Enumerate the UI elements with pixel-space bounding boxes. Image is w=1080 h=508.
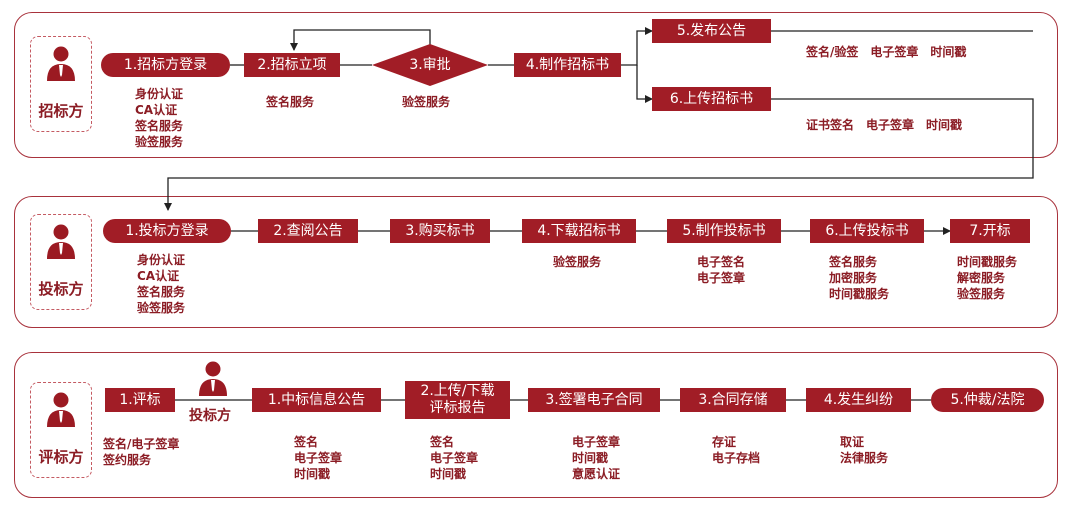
tender-step-login: 1.招标方登录 bbox=[101, 53, 230, 77]
evaluator-role-box: 评标方 bbox=[30, 382, 92, 478]
eval-step-report: 2.上传/下载 评标报告 bbox=[405, 381, 510, 419]
eval-store-services: 存证 电子存档 bbox=[712, 435, 761, 465]
tender-step-project: 2.招标立项 bbox=[244, 53, 340, 77]
eval-report-services: 签名 电子签章 时间戳 bbox=[430, 435, 479, 481]
eval-announce-services: 签名 电子签章 时间戳 bbox=[294, 435, 343, 481]
bidder-upload-services: 签名服务 加密服务 时间戳服务 bbox=[829, 255, 890, 301]
bidder-login-services: 身份认证 CA认证 签名服务 验签服务 bbox=[137, 253, 186, 315]
bidder-step-make: 5.制作投标书 bbox=[667, 219, 781, 243]
eval-step-dispute: 4.发生纠纷 bbox=[806, 388, 911, 412]
tender-project-services: 签名服务 bbox=[266, 95, 315, 109]
eval-contract-services: 电子签章 时间戳 意愿认证 bbox=[572, 435, 621, 481]
eval-evaluate-services: 签名/电子签章 签约服务 bbox=[103, 437, 180, 467]
person-icon bbox=[47, 46, 75, 81]
bidder-step-open: 7.开标 bbox=[950, 219, 1030, 243]
evaluator-role-label: 评标方 bbox=[38, 448, 84, 466]
tender-step-approval: 3.审批 bbox=[409, 57, 451, 73]
eval-mid-role-label: 投标方 bbox=[189, 408, 231, 424]
tender-step-approval-shape bbox=[372, 44, 488, 86]
eval-step-store: 3.合同存储 bbox=[680, 388, 786, 412]
tender-role-box: 招标方 bbox=[30, 36, 92, 132]
eval-step-contract: 3.签署电子合同 bbox=[528, 388, 660, 412]
tender-step-upload: 6.上传招标书 bbox=[652, 87, 771, 111]
person-icon bbox=[199, 361, 227, 396]
tender-upload-services: 证书签名电子签章时间戳 bbox=[806, 118, 963, 132]
bidder-step-login: 1.投标方登录 bbox=[103, 219, 231, 243]
bidder-step-notice: 2.查阅公告 bbox=[258, 219, 358, 243]
eval-step-evaluate: 1.评标 bbox=[105, 388, 175, 412]
person-icon bbox=[47, 224, 75, 259]
tender-role-label: 招标方 bbox=[38, 102, 84, 120]
bidder-download-services: 验签服务 bbox=[553, 255, 602, 269]
evaluator-panel bbox=[14, 352, 1058, 498]
bidder-step-download: 4.下载招标书 bbox=[522, 219, 636, 243]
bidder-make-services: 电子签名 电子签章 bbox=[697, 255, 746, 285]
eval-step-announce: 1.中标信息公告 bbox=[252, 388, 381, 412]
bidder-step-upload: 6.上传投标书 bbox=[810, 219, 924, 243]
tender-step-make: 4.制作招标书 bbox=[514, 53, 621, 77]
eval-dispute-services: 取证 法律服务 bbox=[840, 435, 889, 465]
tender-panel bbox=[14, 12, 1058, 158]
bidder-role-label: 投标方 bbox=[38, 280, 84, 298]
bidder-role-box: 投标方 bbox=[30, 214, 92, 310]
tender-login-services: 身份认证 CA认证 签名服务 验签服务 bbox=[135, 87, 184, 149]
tender-approval-services: 验签服务 bbox=[402, 95, 451, 109]
tender-step-publish: 5.发布公告 bbox=[652, 19, 771, 43]
tender-publish-services: 签名/验签电子签章时间戳 bbox=[806, 45, 967, 59]
person-icon bbox=[47, 392, 75, 427]
eval-step-arbitration: 5.仲裁/法院 bbox=[931, 388, 1044, 412]
bidder-panel bbox=[14, 196, 1058, 328]
bidder-step-buy: 3.购买标书 bbox=[390, 219, 490, 243]
bidder-open-services: 时间戳服务 解密服务 验签服务 bbox=[957, 255, 1018, 301]
